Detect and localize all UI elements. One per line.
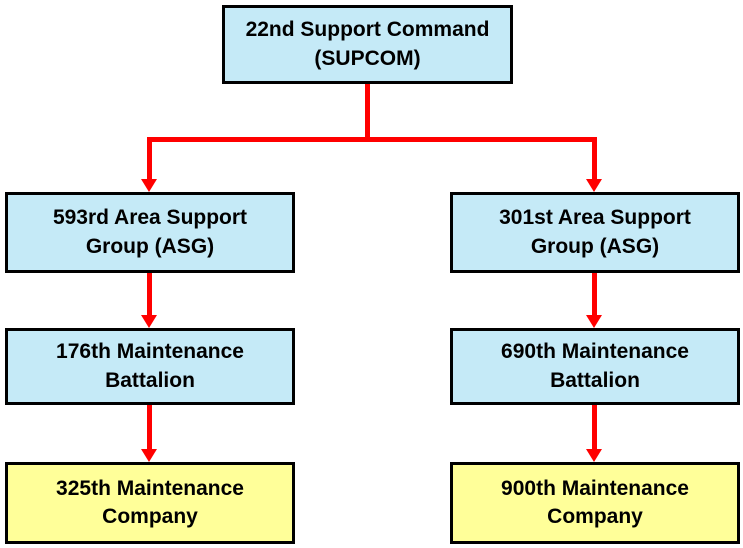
connector-drop-to-325th-company (147, 405, 152, 449)
node-593rd-area-support-group: 593rd Area Support Group (ASG) (5, 192, 295, 273)
node-690th-maintenance-battalion: 690th Maintenance Battalion (450, 328, 740, 405)
node-301st-area-support-group: 301st Area Support Group (ASG) (450, 192, 740, 273)
arrowhead-down-icon (586, 315, 602, 328)
connector-drop-to-900th-company (592, 405, 597, 449)
connector-drop-to-593rd-asg (147, 137, 152, 179)
connector-supcom-stem (365, 84, 370, 139)
node-176th-maintenance-battalion: 176th Maintenance Battalion (5, 328, 295, 405)
arrowhead-down-icon (141, 315, 157, 328)
node-900th-maintenance-company: 900th Maintenance Company (450, 462, 740, 544)
arrowhead-down-icon (141, 449, 157, 462)
arrowhead-down-icon (586, 179, 602, 192)
connector-drop-to-690th-battalion (592, 273, 597, 315)
connector-drop-to-301st-asg (592, 137, 597, 179)
node-22nd-support-command: 22nd Support Command (SUPCOM) (222, 5, 513, 84)
connector-branch-horizontal (147, 137, 597, 142)
arrowhead-down-icon (141, 179, 157, 192)
connector-drop-to-176th-battalion (147, 273, 152, 315)
node-325th-maintenance-company: 325th Maintenance Company (5, 462, 295, 544)
arrowhead-down-icon (586, 449, 602, 462)
